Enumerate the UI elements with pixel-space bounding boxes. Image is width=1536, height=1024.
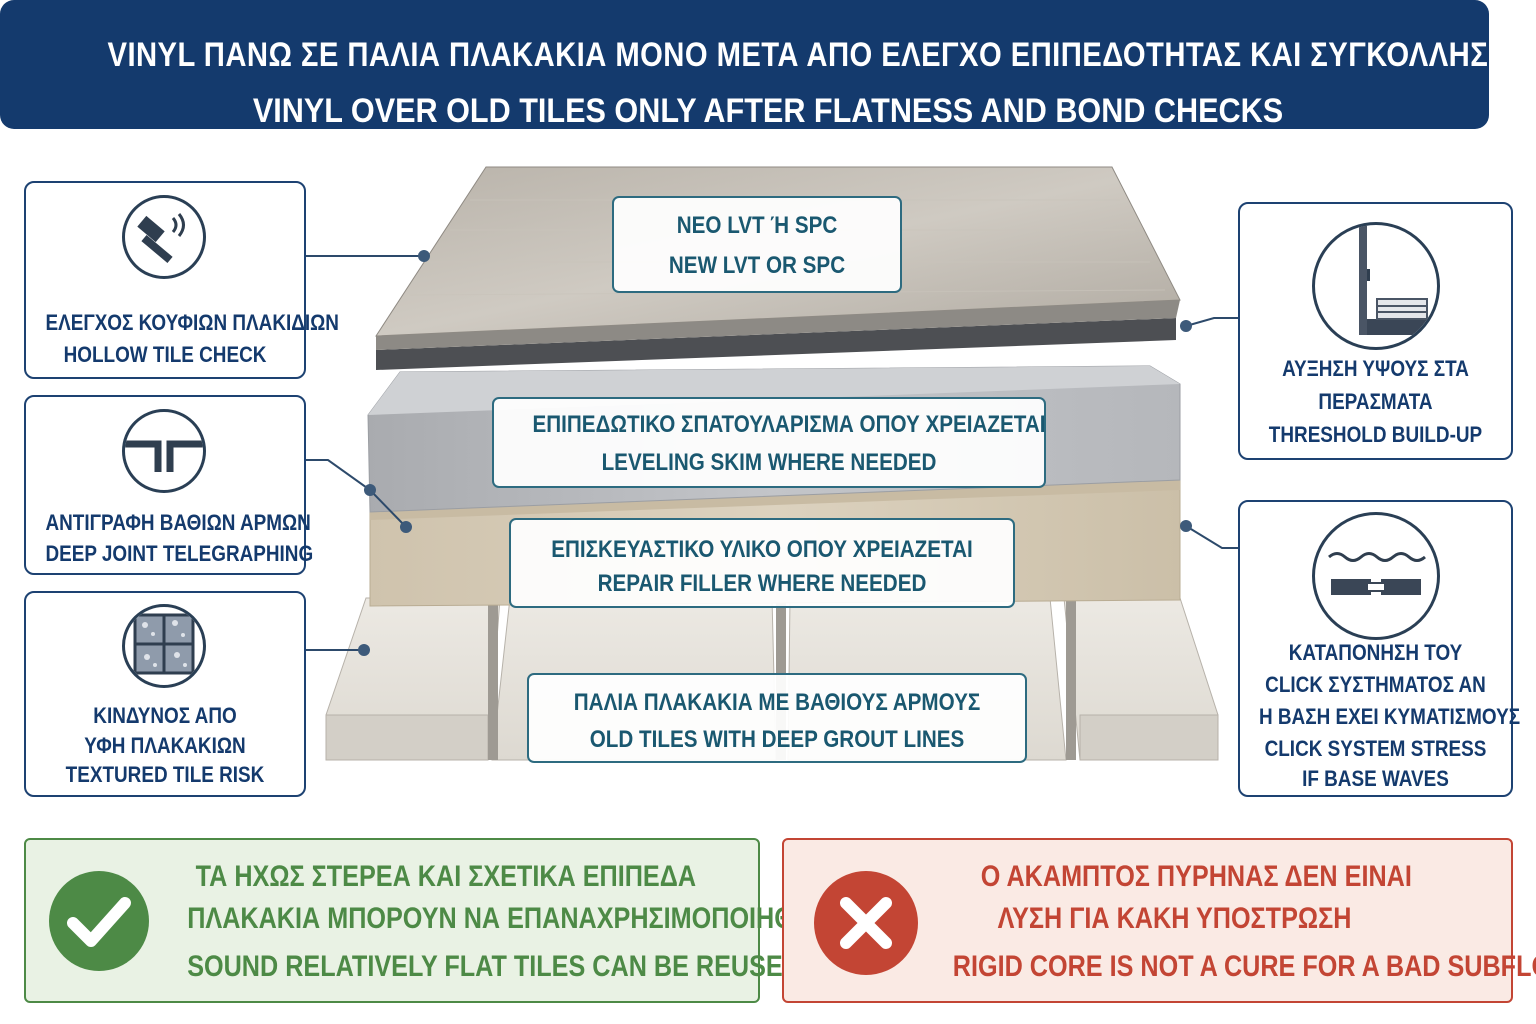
label-new-lvt-greek: ΝΕΟ LVT Ή SPC	[676, 212, 838, 239]
label-new-lvt-english: NEW LVT OR SPC	[668, 252, 846, 279]
click-stress-greek2: CLICK ΣΥΣΤΗΜΑΤΟΣ ΑΝ	[1265, 672, 1486, 697]
card-hollow-tile-check: ΕΛΕΓΧΟΣ ΚΟΥΦΙΩΝ ΠΛΑΚΙΔΙΩΝ HOLLOW TILE CH…	[24, 181, 339, 379]
check-icon	[49, 871, 149, 971]
hollow-check-greek: ΕΛΕΓΧΟΣ ΚΟΥΦΙΩΝ ΠΛΑΚΙΔΙΩΝ	[45, 310, 339, 335]
label-tiles-greek: ΠΑΛΙΑ ΠΛΑΚΑΚΙΑ ΜΕ ΒΑΘΙΟΥΣ ΑΡΜΟΥΣ	[573, 689, 981, 716]
click-joint-wave-icon	[1312, 512, 1440, 640]
textured-risk-greek2: ΥΦΗ ΠΛΑΚΑΚΙΩΝ	[84, 733, 246, 758]
deep-joint-english: DEEP JOINT TELEGRAPHING	[45, 541, 314, 566]
bad-greek2: ΛΥΣΗ ΓΙΑ ΚΑΚΗ ΥΠΟΣΤΡΩΣΗ	[997, 902, 1352, 935]
card-click-stress: ΚΑΤΑΠΟΝΗΣΗ ΤΟΥ CLICK ΣΥΣΤΗΜΑΤΟΣ ΑΝ Η ΒΑΣ…	[1238, 500, 1521, 797]
title-greek: VINYL ΠΑΝΩ ΣΕ ΠΑΛΙΑ ΠΛΑΚΑΚΙΑ ΜΟΝΟ ΜΕΤΑ Α…	[107, 36, 1528, 74]
bad-english: RIGID CORE IS NOT A CURE FOR A BAD SUBFL…	[952, 950, 1536, 983]
card-deep-joint: ΑΝΤΙΓΡΑΦΗ ΒΑΘΙΩΝ ΑΡΜΩΝ DEEP JOINT TELEGR…	[24, 395, 314, 575]
threshold-greek1: ΑΥΞΗΣΗ ΥΨΟΥΣ ΣΤΑ	[1282, 356, 1469, 381]
door-threshold-icon	[1312, 222, 1440, 350]
ok-greek2: ΠΛΑΚΑΚΙΑ ΜΠΟΡΟΥΝ ΝΑ ΕΠΑΝΑΧΡΗΣΙΜΟΠΟΙΗΘΟΥΝ	[187, 902, 848, 935]
label-tiles-english: OLD TILES WITH DEEP GROUT LINES	[589, 726, 965, 753]
bad-greek1: Ο ΑΚΑΜΠΤΟΣ ΠΥΡΗΝΑΣ ΔΕΝ ΕΙΝΑΙ	[980, 860, 1412, 893]
leader-dots	[358, 250, 1192, 656]
label-skim-english: LEVELING SKIM WHERE NEEDED	[601, 449, 937, 476]
click-stress-greek3: Η ΒΑΣΗ ΕΧΕΙ ΚΥΜΑΤΙΣΜΟΥΣ	[1258, 704, 1521, 729]
label-leveling-skim: ΕΠΙΠΕΔΩΤΙΚΟ ΣΠΑΤΟΥΛΑΡΙΣΜΑ ΟΠΟΥ ΧΡΕΙΑΖΕΤΑ…	[492, 397, 1046, 488]
joint-profile-icon	[122, 409, 206, 493]
leader-lines	[306, 255, 1238, 651]
bad-panel: Ο ΑΚΑΜΠΤΟΣ ΠΥΡΗΝΑΣ ΔΕΝ ΕΙΝΑΙ ΛΥΣΗ ΓΙΑ ΚΑ…	[782, 838, 1536, 1003]
label-filler-greek: ΕΠΙΣΚΕΥΑΣΤΙΚΟ ΥΛΙΚΟ ΟΠΟΥ ΧΡΕΙΑΖΕΤΑΙ	[551, 536, 973, 563]
threshold-english: THRESHOLD BUILD-UP	[1268, 422, 1483, 447]
title-banner: VINYL ΠΑΝΩ ΣΕ ΠΑΛΙΑ ΠΛΑΚΑΚΙΑ ΜΟΝΟ ΜΕΤΑ Α…	[0, 0, 1528, 130]
ok-panel: ΤΑ ΗΧΩΣ ΣΤΕΡΕΑ ΚΑΙ ΣΧΕΤΙΚΑ ΕΠΙΠΕΔΑ ΠΛΑΚΑ…	[24, 838, 848, 1003]
textured-risk-english: TEXTURED TILE RISK	[65, 762, 265, 787]
label-repair-filler: ΕΠΙΣΚΕΥΑΣΤΙΚΟ ΥΛΙΚΟ ΟΠΟΥ ΧΡΕΙΑΖΕΤΑΙ REPA…	[509, 518, 1015, 608]
ok-greek1: ΤΑ ΗΧΩΣ ΣΤΕΡΕΑ ΚΑΙ ΣΧΕΤΙΚΑ ΕΠΙΠΕΔΑ	[195, 860, 697, 893]
deep-joint-greek: ΑΝΤΙΓΡΑΦΗ ΒΑΘΙΩΝ ΑΡΜΩΝ	[45, 510, 311, 535]
label-new-lvt: ΝΕΟ LVT Ή SPC NEW LVT OR SPC	[612, 196, 902, 293]
click-stress-greek1: ΚΑΤΑΠΟΝΗΣΗ ΤΟΥ	[1288, 640, 1463, 665]
card-threshold-buildup: ΑΥΞΗΣΗ ΥΨΟΥΣ ΣΤΑ ΠΕΡΑΣΜΑΤΑ THRESHOLD BUI…	[1238, 202, 1513, 460]
card-textured-tile: ΚΙΝΔΥΝΟΣ ΑΠΟ ΥΦΗ ΠΛΑΚΑΚΙΩΝ TEXTURED TILE…	[24, 591, 306, 797]
label-old-tiles: ΠΑΛΙΑ ΠΛΑΚΑΚΙΑ ΜΕ ΒΑΘΙΟΥΣ ΑΡΜΟΥΣ OLD TIL…	[527, 673, 1027, 763]
hammer-sound-icon	[122, 195, 206, 279]
hollow-check-english: HOLLOW TILE CHECK	[63, 342, 267, 367]
threshold-greek2: ΠΕΡΑΣΜΑΤΑ	[1318, 389, 1433, 414]
title-english: VINYL OVER OLD TILES ONLY AFTER FLATNESS…	[252, 92, 1284, 130]
ok-english: SOUND RELATIVELY FLAT TILES CAN BE REUSE…	[187, 950, 801, 983]
textured-tile-icon	[122, 604, 206, 688]
label-skim-greek: ΕΠΙΠΕΔΩΤΙΚΟ ΣΠΑΤΟΥΛΑΡΙΣΜΑ ΟΠΟΥ ΧΡΕΙΑΖΕΤΑ…	[532, 411, 1046, 438]
click-stress-english2: IF BASE WAVES	[1302, 766, 1449, 791]
textured-risk-greek1: ΚΙΝΔΥΝΟΣ ΑΠΟ	[93, 703, 237, 728]
cross-icon	[814, 871, 918, 975]
click-stress-english1: CLICK SYSTEM STRESS	[1264, 736, 1487, 761]
label-filler-english: REPAIR FILLER WHERE NEEDED	[597, 570, 927, 597]
